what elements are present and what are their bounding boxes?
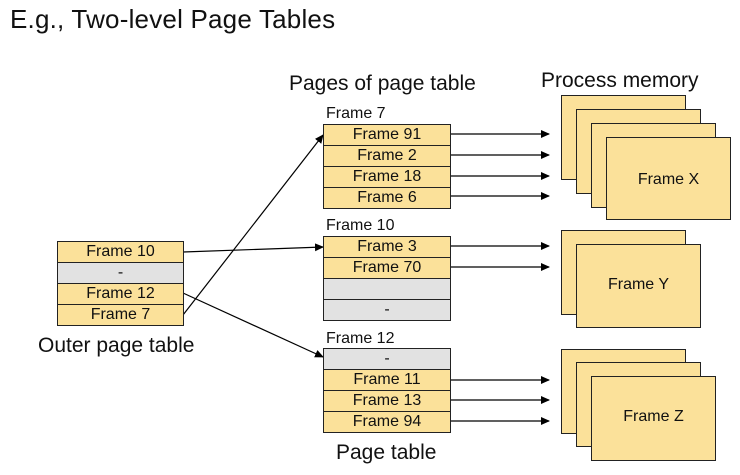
process-frame-label: Frame X xyxy=(637,171,700,188)
page-table-entry: Frame 11 xyxy=(323,369,451,391)
outer-to-frame12-arrow xyxy=(182,292,324,358)
page-table-frame-label: Frame 10 xyxy=(326,217,395,234)
page-table-entry: - xyxy=(323,348,451,370)
process-memory-heading: Process memory xyxy=(541,69,699,92)
memory-page: Frame Z xyxy=(591,376,716,461)
page-title: E.g., Two-level Page Tables xyxy=(10,4,336,34)
page-table-entry: Frame 91 xyxy=(323,124,451,146)
page-table-entry: Frame 6 xyxy=(323,187,451,209)
pages-of-page-table-heading: Pages of page table xyxy=(289,72,476,95)
outer-table-entry: Frame 10 xyxy=(57,241,184,263)
process-frame-label: Frame Z xyxy=(623,408,684,425)
page-table-entry: - xyxy=(323,299,451,321)
outer-table-entry: - xyxy=(57,262,184,284)
memory-page: Frame X xyxy=(606,137,731,220)
page-table-label: Page table xyxy=(336,441,437,464)
outer-table-entry: Frame 12 xyxy=(57,283,184,305)
outer-page-table-label: Outer page table xyxy=(38,334,195,357)
outer-to-frame10-arrow xyxy=(182,243,324,253)
page-table-entry: Frame 18 xyxy=(323,166,451,188)
outer-table-entry: Frame 7 xyxy=(57,304,184,326)
page-table-entry: Frame 3 xyxy=(323,236,451,258)
page-table-frame-label: Frame 12 xyxy=(326,330,395,347)
page-table-entry: Frame 2 xyxy=(323,145,451,167)
page-table-entry: Frame 13 xyxy=(323,390,451,412)
page-table-entry: Frame 70 xyxy=(323,257,451,279)
page-table-frame-label: Frame 7 xyxy=(326,105,386,122)
process-frame-label: Frame Y xyxy=(607,276,670,293)
memory-page: Frame Y xyxy=(576,244,701,328)
outer-to-frame7-arrow xyxy=(182,134,324,316)
page-table-entry xyxy=(323,278,451,300)
page-table-entry: Frame 94 xyxy=(323,411,451,433)
